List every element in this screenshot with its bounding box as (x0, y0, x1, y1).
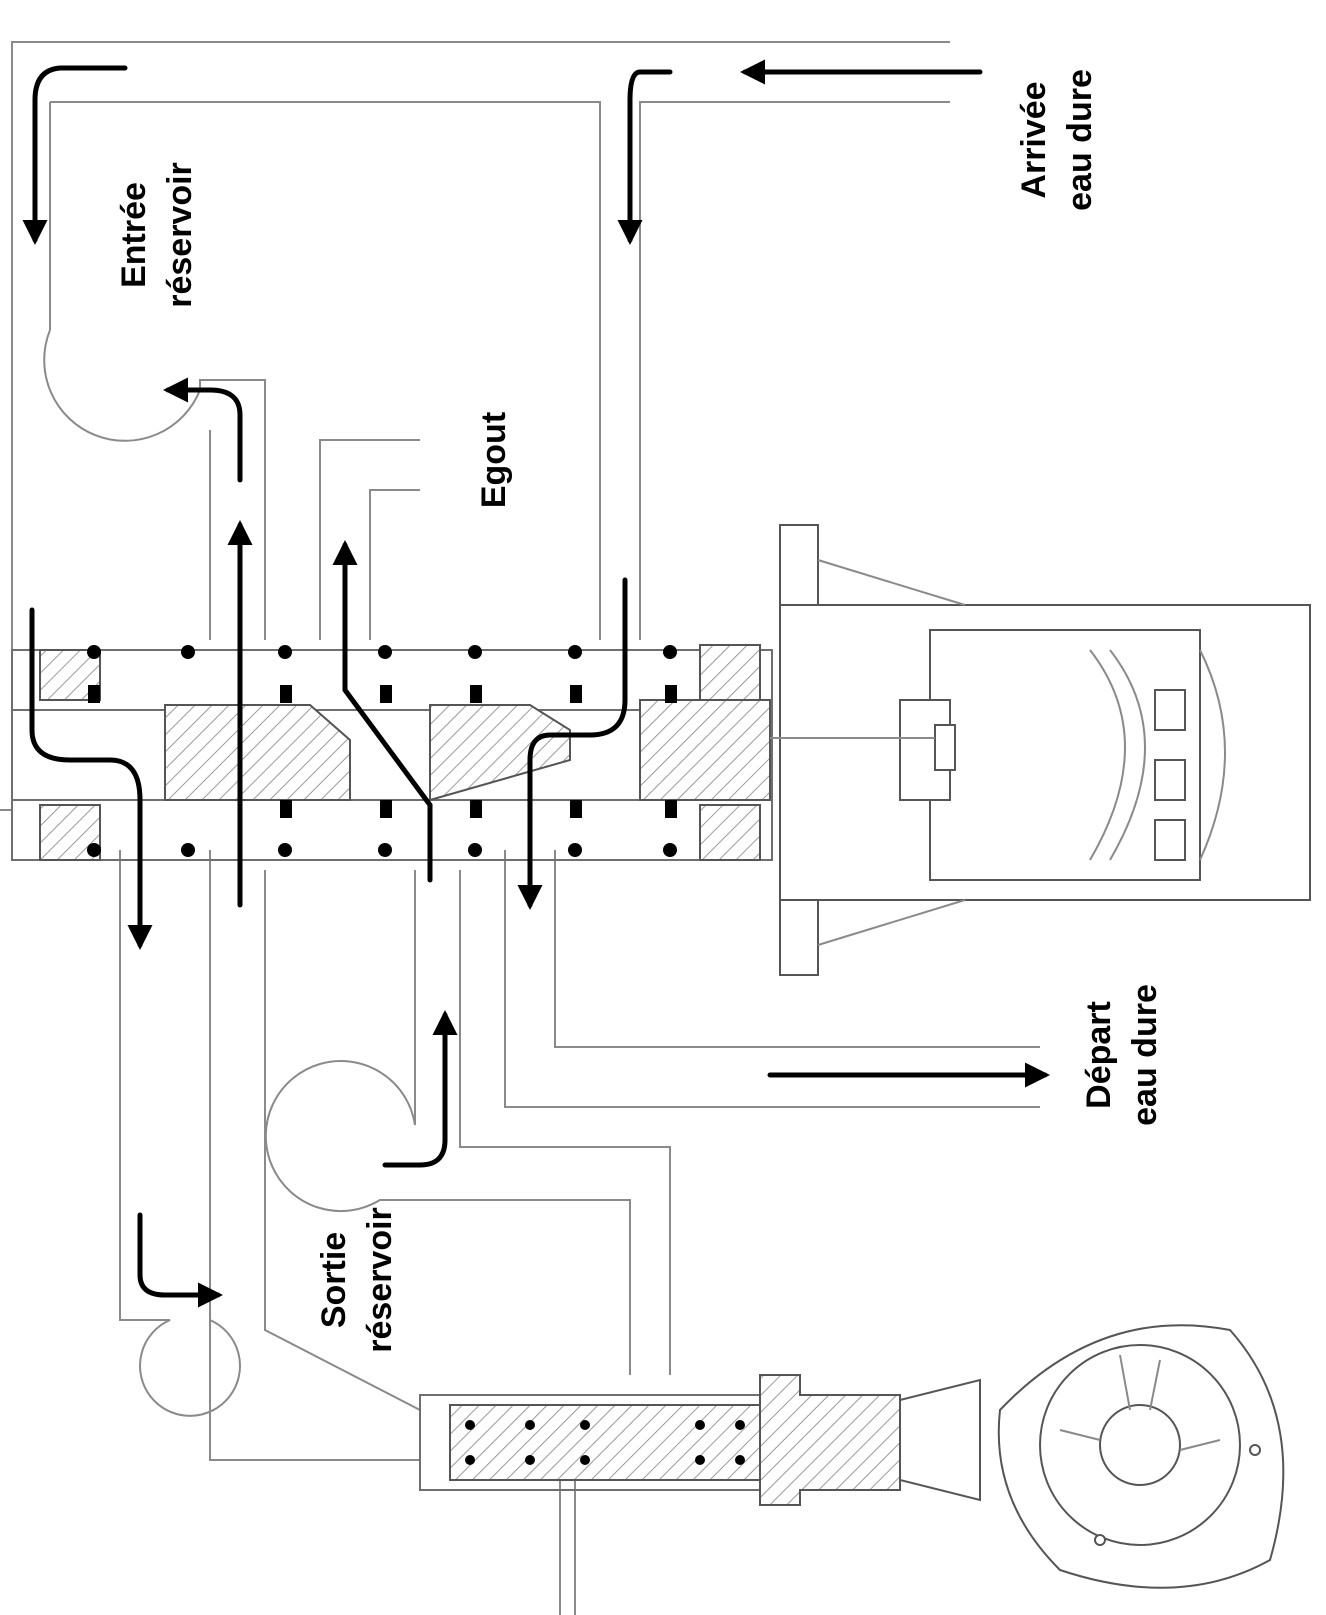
label-entree-line1: Entrée (115, 182, 153, 288)
label-depart-line1: Départ (1080, 1001, 1118, 1109)
label-arrivee-line1: Arrivée (1015, 81, 1053, 198)
seal-rings (87, 645, 677, 857)
label-sortie-line2: réservoir (361, 1207, 399, 1353)
control-knob (899, 1324, 1285, 1589)
pipe-network (0, 41, 1040, 1615)
label-depart-line2: eau dure (1126, 984, 1164, 1126)
valve-body (11, 644, 773, 861)
label-sortie-reservoir: Sortie réservoir (315, 1207, 399, 1353)
brine-injector (419, 1374, 901, 1506)
label-entree-reservoir: Entrée réservoir (115, 162, 199, 308)
label-egout: Egout (475, 412, 513, 508)
flow-arrows (22, 59, 1050, 1308)
label-sortie-line1: Sortie (315, 1232, 353, 1328)
label-arrivee-line2: eau dure (1061, 69, 1099, 211)
drive-actuator (770, 524, 1311, 976)
label-depart: Départ eau dure (1080, 984, 1164, 1126)
label-egout-text: Egout (475, 412, 513, 508)
label-arrivee: Arrivée eau dure (1015, 69, 1099, 211)
label-entree-line2: réservoir (161, 162, 199, 308)
